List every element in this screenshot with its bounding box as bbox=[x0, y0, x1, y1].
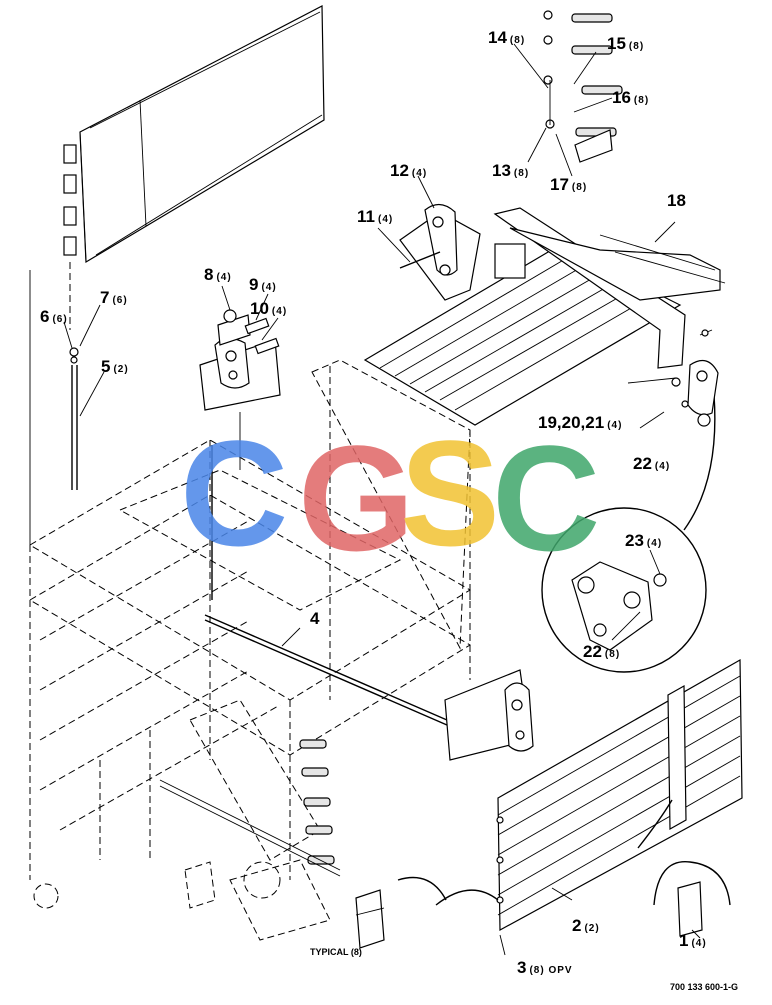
hinge-bracket-10 bbox=[199, 285, 281, 470]
lower-latches bbox=[159, 739, 341, 877]
callout-22-upper: 22(4) bbox=[633, 454, 670, 473]
callout-3: 3(8) OPV bbox=[517, 958, 573, 977]
callout-15: 15(8) bbox=[607, 34, 644, 53]
latch-hardware-group bbox=[513, 10, 623, 177]
callout-5: 5(2) bbox=[101, 357, 129, 376]
side-panel-2 bbox=[496, 658, 743, 932]
detail-view-circle bbox=[541, 394, 716, 673]
callout-22-detail: 22(8) bbox=[583, 642, 620, 661]
callout-11: 11(4) bbox=[357, 207, 393, 226]
bale-chamber-top-18 bbox=[363, 207, 726, 426]
callout-9: 9(4) bbox=[249, 275, 277, 294]
rod-5 bbox=[63, 304, 105, 490]
watermark-letter-c2: C bbox=[492, 414, 600, 582]
callout-1: 1(4) bbox=[679, 931, 707, 950]
callout-4: 4 bbox=[310, 609, 320, 628]
hinge-bracket-12 bbox=[377, 175, 481, 301]
callout-10: 10(4) bbox=[250, 299, 287, 318]
callout-8: 8(4) bbox=[204, 265, 232, 284]
callout-18: 18 bbox=[667, 191, 686, 210]
callout-7: 7(6) bbox=[100, 288, 128, 307]
callout-16: 16(8) bbox=[612, 88, 649, 107]
baler-frame bbox=[29, 359, 471, 941]
callout-23: 23(4) bbox=[625, 531, 662, 550]
drawing-number: 700 133 600-1-G bbox=[670, 982, 738, 992]
watermark-letter-c1: C bbox=[180, 409, 288, 577]
callout-labels: 1(4) 2(2) 3(8) OPV 4 5(2) 6(6) 7(6) 8(4)… bbox=[40, 28, 738, 992]
typical-note: TYPICAL (8) bbox=[310, 947, 362, 957]
watermark-letter-s: S bbox=[400, 409, 500, 577]
callout-14: 14(8) bbox=[488, 28, 525, 47]
callout-6: 6(6) bbox=[40, 307, 68, 326]
callout-17: 17(8) bbox=[550, 175, 587, 194]
lower-hinge-bracket bbox=[444, 669, 534, 761]
callout-19-20-21: 19,20,21(4) bbox=[538, 413, 622, 432]
cgsc-watermark: C G S C bbox=[180, 409, 600, 582]
typical-detail bbox=[355, 799, 731, 956]
callout-2: 2(2) bbox=[572, 916, 600, 935]
hinge-bracket-22 bbox=[627, 359, 719, 429]
rod-4 bbox=[204, 445, 471, 736]
watermark-letter-g: G bbox=[298, 414, 415, 582]
callout-13: 13(8) bbox=[492, 161, 529, 180]
upper-door-panel bbox=[29, 5, 325, 545]
callout-12: 12(4) bbox=[390, 161, 427, 180]
